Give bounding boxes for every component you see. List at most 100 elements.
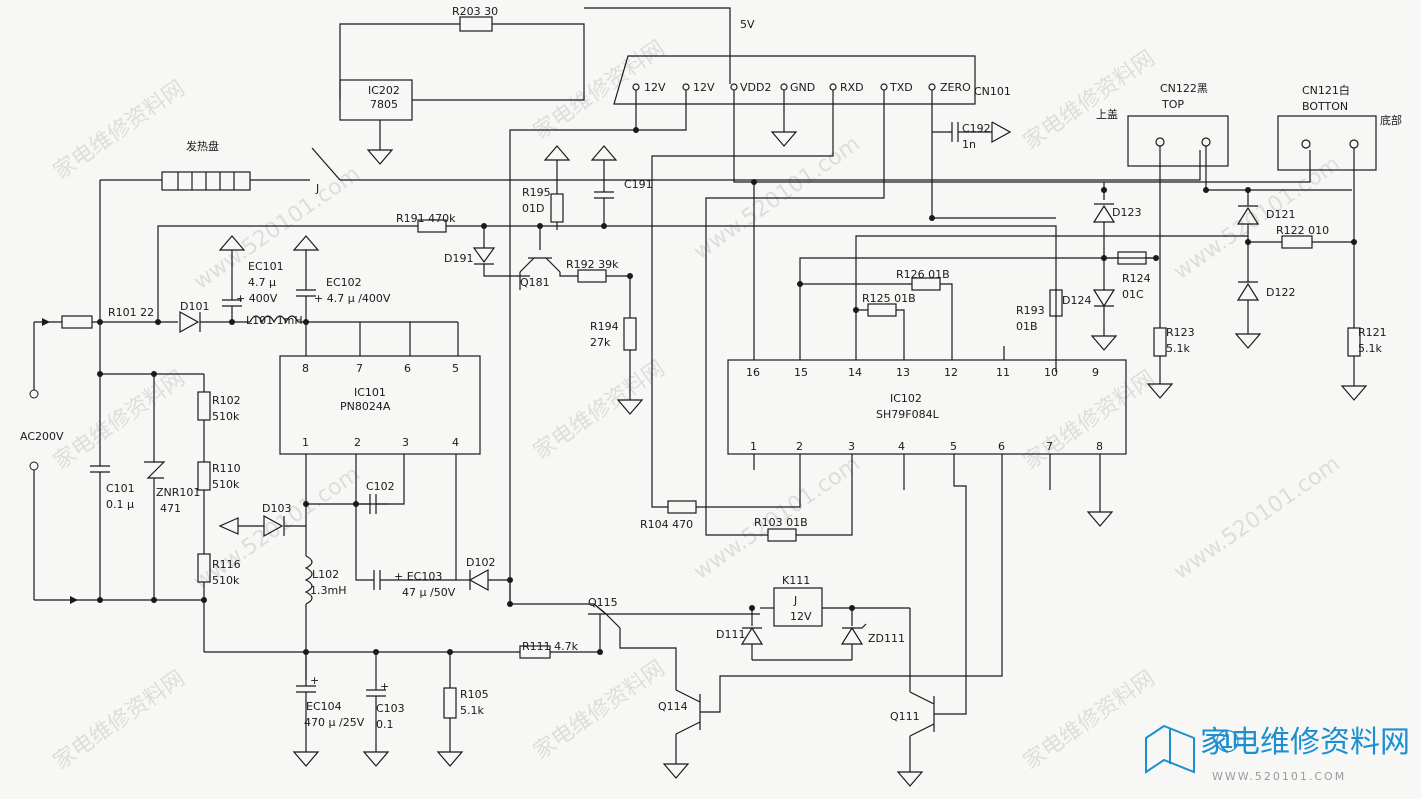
r111-ref: R111 [522, 640, 551, 653]
d101-ref: D101 [180, 300, 209, 313]
l101-val: 1mH [277, 314, 303, 327]
ec103-ref: EC103 [407, 570, 443, 583]
r123-val: 5.1k [1166, 342, 1190, 355]
watermark: www.520101.com [189, 161, 365, 294]
ic102-pin-3: 3 [848, 440, 855, 453]
c103-ref: C103 [376, 702, 405, 715]
ic101-pin-6: 6 [404, 362, 411, 375]
watermark: 家电维修资料网 [529, 356, 670, 465]
r116-ref: R116 [212, 558, 241, 571]
ic102-pin-9: 9 [1092, 366, 1099, 379]
r126-ref: R126 [896, 268, 925, 281]
ac-input-label: AC200V [20, 430, 64, 443]
cn101-pin-3: VDD2 [740, 81, 771, 94]
ic102-pin-4: 4 [898, 440, 905, 453]
l102-ref: L102 [312, 568, 339, 581]
r105-val: 5.1k [460, 704, 484, 717]
ic101-pin-5: 5 [452, 362, 459, 375]
ic101-pin-4: 4 [452, 436, 459, 449]
ec102-val: 4.7 μ /400V [327, 292, 391, 305]
ic102-pin-2: 2 [796, 440, 803, 453]
r191-ref: R191 [396, 212, 425, 225]
r193-ref: R193 [1016, 304, 1045, 317]
watermark: 家电维修资料网 [1019, 366, 1160, 475]
svg-text:R103 01B: R103 01B [754, 516, 808, 529]
svg-text:+ 400V: + 400V [236, 292, 278, 305]
c101-ref: C101 [106, 482, 135, 495]
watermark: 家电维修资料网 [49, 76, 190, 185]
watermark-layer: 家电维修资料网 家电维修资料网 家电维修资料网 家电维修资料网 家电维修资料网 … [49, 36, 1345, 775]
ic102-pin-16: 16 [746, 366, 760, 379]
ic102-pin-15: 15 [794, 366, 808, 379]
c192-ref: C192 [962, 122, 991, 135]
ic101-pin-7: 7 [356, 362, 363, 375]
l101-ref: L101 [246, 314, 273, 327]
cn122-side: 上盖 [1096, 107, 1118, 121]
watermark: www.520101.com [1169, 151, 1345, 284]
l102-val: 1.3mH [310, 584, 346, 597]
ic202-ref: IC202 [368, 84, 400, 97]
c103-val: 0.1 [376, 718, 394, 731]
ic101-pin-3: 3 [402, 436, 409, 449]
ic102-pin-14: 14 [848, 366, 862, 379]
r121-ref: R121 [1358, 326, 1387, 339]
wiring [33, 7, 1377, 787]
r122-val: 010 [1308, 224, 1329, 237]
cn121-side: 底部 [1380, 113, 1402, 127]
c102-ref: C102 [366, 480, 395, 493]
watermark: 家电维修资料网 [1019, 666, 1160, 775]
r116-val: 510k [212, 574, 240, 587]
cn122-ref: CN122黑 [1160, 82, 1208, 95]
watermark: 家电维修资料网 [529, 656, 670, 765]
ic202-val: 7805 [370, 98, 398, 111]
ic102-pin-7: 7 [1046, 440, 1053, 453]
r105-ref: R105 [460, 688, 489, 701]
d121-ref: D121 [1266, 208, 1295, 221]
c191-ref: C191 [624, 178, 653, 191]
ec103-val: 47 μ /50V [402, 586, 456, 599]
ic102-pin-12: 12 [944, 366, 958, 379]
r126-val: 01B [928, 268, 950, 281]
svg-text:R101 22: R101 22 [108, 306, 154, 319]
r104-val: 470 [672, 518, 693, 531]
q115-ref: Q115 [588, 596, 618, 609]
r203-ref: R203 [452, 5, 481, 18]
r103-ref: R103 [754, 516, 783, 529]
book-icon [1145, 724, 1195, 774]
labels: R203 30 IC202 7805 5V 12V 12V VDD2 GND R… [20, 5, 1402, 731]
svg-text:L101 1mH: L101 1mH [246, 314, 303, 327]
r192-val: 39k [598, 258, 619, 271]
r195-ref: R195 [522, 186, 551, 199]
r124-ref: R124 [1122, 272, 1151, 285]
r124-val: 01C [1122, 288, 1144, 301]
r110-ref: R110 [212, 462, 241, 475]
ec104-val: 470 μ /25V [304, 716, 365, 729]
ic102-pin-5: 5 [950, 440, 957, 453]
c192-val: 1n [962, 138, 976, 151]
watermark: 家电维修资料网 [49, 366, 190, 475]
site-logo: ① 家电维修资料网 WWW.520101.COM [1145, 724, 1410, 783]
logo-url: WWW.520101.COM [1212, 770, 1346, 783]
ec101-val: 4.7 μ [248, 276, 276, 289]
cn122-sub: TOP [1161, 98, 1184, 111]
r191-val: 470k [428, 212, 456, 225]
ic102-pin-6: 6 [998, 440, 1005, 453]
5v-label: 5V [740, 18, 755, 31]
ic102-ref: IC102 [890, 392, 922, 405]
switch-j-label: J [315, 182, 319, 195]
q111-ref: Q111 [890, 710, 920, 723]
r104-ref: R104 [640, 518, 669, 531]
r111-val: 4.7k [554, 640, 578, 653]
watermark: 家电维修资料网 [1019, 46, 1160, 155]
cn101-pin-5: RXD [840, 81, 864, 94]
cn101-pin-4: GND [790, 81, 815, 94]
r192-ref: R192 [566, 258, 595, 271]
ic102-pin-1: 1 [750, 440, 757, 453]
r125-ref: R125 [862, 292, 891, 305]
ic102-pin-11: 11 [996, 366, 1010, 379]
svg-text:+: + [310, 674, 319, 687]
d102-ref: D102 [466, 556, 495, 569]
watermark: www.520101.com [1169, 451, 1345, 584]
r122-ref: R122 [1276, 224, 1305, 237]
